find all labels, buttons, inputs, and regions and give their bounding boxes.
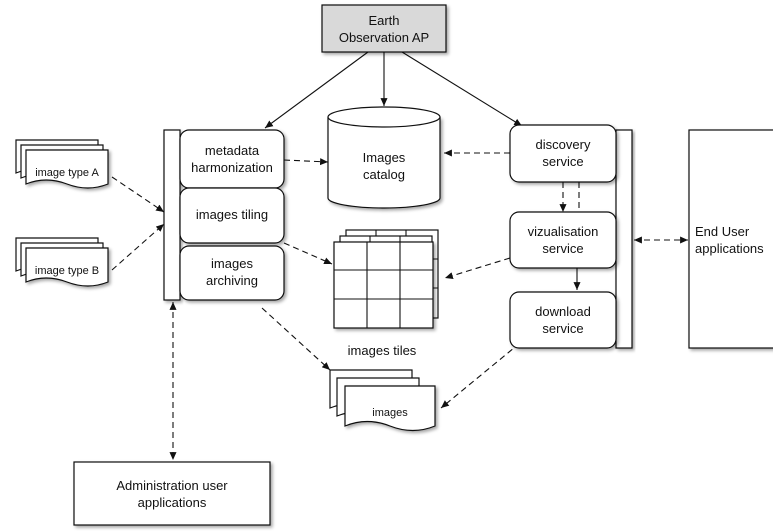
download-to-images-arrow [440,342,521,409]
visualisation-to-tiles-arrow [444,257,511,280]
metadata-harmonization-box: metadata harmonization [179,129,285,189]
catalog-line-1: Images [363,150,406,165]
earth-observation-ap-box: Earth Observation AP [321,4,447,53]
images-tiles-label: images tiles [348,343,417,358]
ap-to-discovery-arrow [401,51,523,127]
catalog-line-2: catalog [363,167,405,182]
services-bar [615,129,633,349]
end-user-line-2: applications [695,241,764,256]
ap-to-metadata-arrow [264,51,369,129]
ingestion-bar [163,129,181,301]
images-documents: images [329,369,436,432]
images-tiling-box: images tiling [179,187,285,244]
administration-applications-box: Administration user applications [73,461,271,526]
admin-line-1: Administration user [116,478,228,493]
visualisation-line-1: vizualisation [528,224,599,239]
archiving-to-images-arrow [261,307,331,371]
image-a-to-bar-arrow [111,176,165,213]
image-type-b-document: image type B [15,237,109,287]
end-user-line-1: End User [695,224,750,239]
image-type-a-label: image type A [35,167,99,179]
download-line-2: service [542,321,583,336]
image-type-a-document: image type A [15,139,109,189]
image-type-b-label: image type B [35,265,99,277]
discovery-line-2: service [542,154,583,169]
metadata-line-2: harmonization [191,160,273,175]
tiling-to-tiles-arrow [283,242,333,265]
archiving-line-2: archiving [206,273,258,288]
earth-ap-line-1: Earth [368,13,399,28]
images-archiving-box: images archiving [179,245,285,301]
end-user-applications-box: End User applications [688,129,773,349]
visualisation-service-box: vizualisation service [509,211,617,269]
admin-line-2: applications [138,495,207,510]
discovery-line-1: discovery [536,137,591,152]
download-service-box: download service [509,291,617,349]
download-line-1: download [535,304,591,319]
image-b-to-bar-arrow [111,223,165,271]
visualisation-line-2: service [542,241,583,256]
metadata-to-catalog-arrow [283,158,329,166]
images-documents-label: images [372,407,408,419]
archiving-line-1: images [211,256,253,271]
images-tiles-stack [333,229,439,329]
images-catalog-cylinder: Images catalog [327,106,441,209]
earth-ap-line-2: Observation AP [339,30,429,45]
tiling-label: images tiling [196,207,268,222]
metadata-line-1: metadata [205,143,260,158]
discovery-service-box: discovery service [509,124,617,183]
